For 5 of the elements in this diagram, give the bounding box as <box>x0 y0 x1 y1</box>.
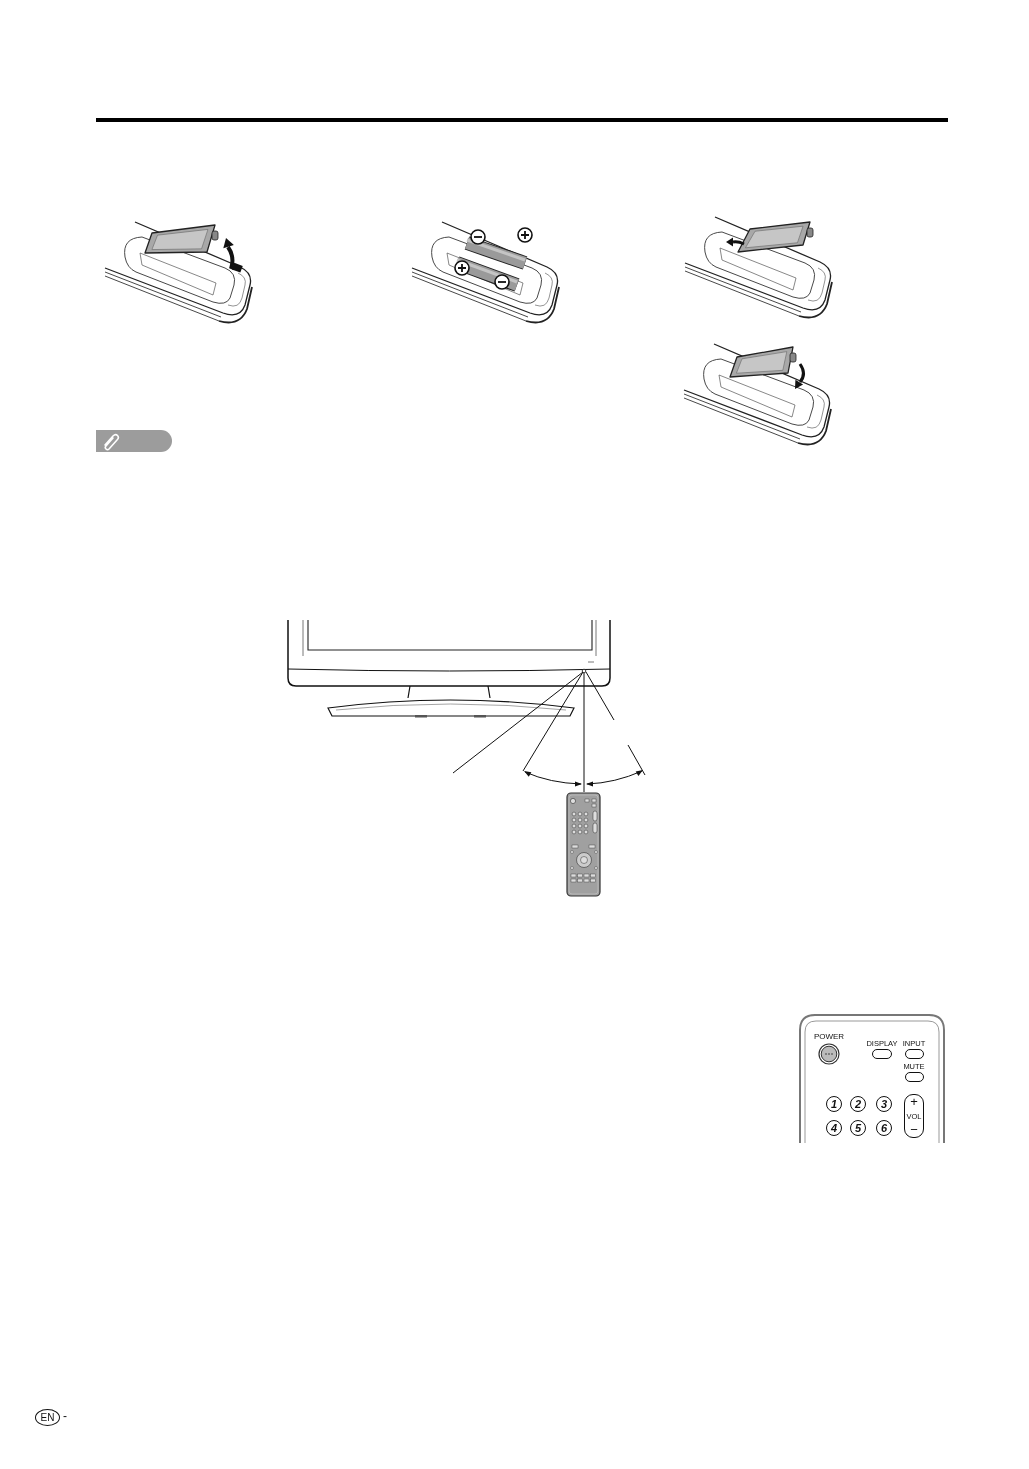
hyphen-mark: - <box>63 1410 67 1422</box>
remote-key-caption: POWER <box>813 1032 845 1041</box>
volume-down-sign: − <box>910 1124 918 1136</box>
volume-up-sign: + <box>910 1096 918 1108</box>
volume-rocker <box>904 1094 924 1138</box>
